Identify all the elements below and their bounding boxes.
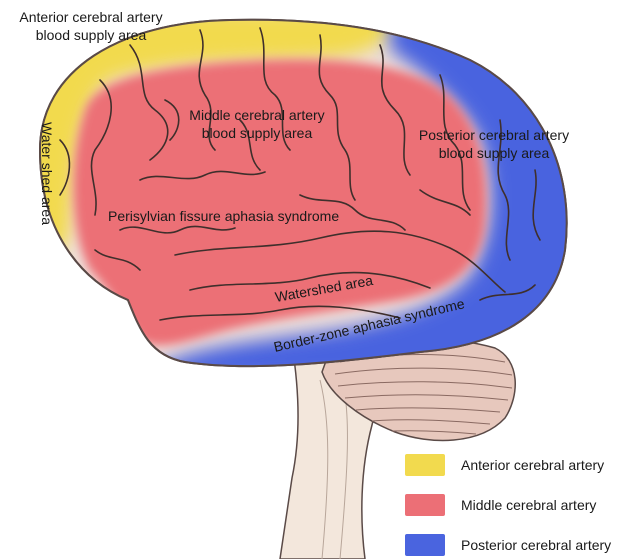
legend-label-middle: Middle cerebral artery [461, 497, 596, 513]
label-posterior-area-line2: blood supply area [405, 144, 583, 162]
label-middle-area: Middle cerebral artery blood supply area [172, 106, 342, 142]
legend-label-posterior: Posterior cerebral artery [461, 537, 611, 553]
legend-item-middle: Middle cerebral artery [405, 492, 596, 518]
label-middle-area-line2: blood supply area [172, 124, 342, 142]
legend-swatch-middle [405, 494, 445, 516]
label-water-shed-area: Water shed area [39, 122, 55, 225]
legend-label-anterior: Anterior cerebral artery [461, 457, 604, 473]
legend-swatch-anterior [405, 454, 445, 476]
legend-swatch-posterior [405, 534, 445, 556]
label-middle-area-line1: Middle cerebral artery [172, 106, 342, 124]
label-anterior-area-line1: Anterior cerebral artery [6, 8, 176, 26]
legend-item-anterior: Anterior cerebral artery [405, 452, 604, 478]
label-perisylvian: Perisylvian fissure aphasia syndrome [108, 207, 339, 225]
label-anterior-area-line2: blood supply area [6, 26, 176, 44]
label-posterior-area: Posterior cerebral artery blood supply a… [405, 126, 583, 162]
label-anterior-area: Anterior cerebral artery blood supply ar… [6, 8, 176, 44]
legend-item-posterior: Posterior cerebral artery [405, 532, 611, 558]
label-posterior-area-line1: Posterior cerebral artery [405, 126, 583, 144]
